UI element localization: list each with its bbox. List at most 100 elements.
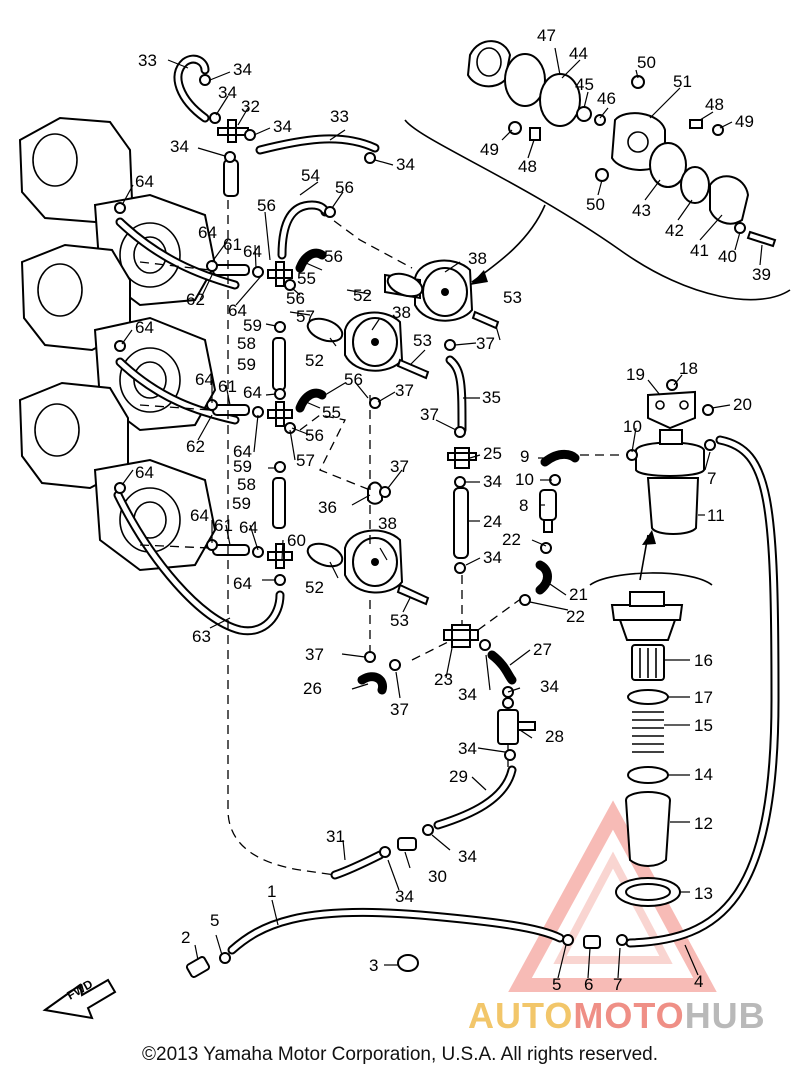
callout-64: 64	[228, 301, 247, 320]
callout-56: 56	[305, 426, 324, 445]
callout-20: 20	[733, 395, 752, 414]
callout-41: 41	[690, 241, 709, 260]
callout-34: 34	[458, 847, 477, 866]
fuel-filter-11	[635, 429, 705, 535]
callout-58: 58	[237, 334, 256, 353]
callout-42: 42	[665, 221, 684, 240]
callout-37: 37	[476, 334, 495, 353]
callout-18: 18	[679, 359, 698, 378]
joint-32	[217, 119, 249, 143]
callout-61: 61	[218, 377, 237, 396]
callout-12: 12	[694, 814, 713, 833]
clip-3	[397, 954, 419, 972]
callout-29: 29	[449, 767, 468, 786]
hose-54	[277, 200, 330, 260]
spring-15	[632, 711, 664, 753]
callout-60: 60	[287, 531, 306, 550]
callout-56: 56	[324, 247, 343, 266]
callout-34: 34	[540, 677, 559, 696]
copyright-notice: ©2013 Yamaha Motor Corporation, U.S.A. A…	[142, 1044, 658, 1065]
hose-62-top	[115, 217, 240, 290]
callout-53: 53	[503, 288, 522, 307]
callout-61: 61	[223, 235, 242, 254]
callout-56: 56	[335, 178, 354, 197]
watermark-part-3: HUB	[684, 995, 766, 1036]
hose-1	[227, 907, 565, 955]
callout-26: 26	[303, 679, 322, 698]
dashed-leader-lines	[139, 200, 625, 876]
callout-59: 59	[237, 355, 256, 374]
hose-35	[445, 355, 467, 435]
hose-26	[357, 672, 387, 695]
callout-34: 34	[395, 887, 414, 906]
screws-39-40-48-49-50	[508, 119, 777, 248]
callout-17: 17	[694, 688, 713, 707]
callout-7: 7	[613, 975, 622, 994]
hose-55	[295, 248, 327, 413]
joint-6	[583, 935, 601, 949]
callout-64: 64	[233, 574, 252, 593]
hose-27	[487, 650, 517, 685]
hose-9	[540, 449, 580, 467]
hose-4	[625, 435, 780, 948]
hose-33-left	[173, 54, 210, 123]
callout-49: 49	[480, 140, 499, 159]
clip-set	[114, 74, 716, 964]
callout-53: 53	[390, 611, 409, 630]
watermark-part-1: AUTO	[468, 995, 574, 1036]
callout-25: 25	[483, 444, 502, 463]
callout-11: 11	[707, 506, 725, 525]
callout-34: 34	[458, 739, 477, 758]
callout-leaders	[121, 47, 763, 979]
gasket-47	[466, 40, 512, 88]
callout-64: 64	[135, 463, 154, 482]
callout-64: 64	[239, 518, 258, 537]
callout-37: 37	[420, 405, 439, 424]
callout-54: 54	[301, 166, 320, 185]
callout-23: 23	[434, 670, 453, 689]
callout-24: 24	[483, 512, 502, 531]
callout-64: 64	[198, 223, 217, 242]
callout-37: 37	[395, 381, 414, 400]
callout-34: 34	[483, 472, 502, 491]
fuel-pump-38-bottom	[344, 529, 404, 594]
callout-9: 9	[520, 447, 529, 466]
element-16	[631, 644, 665, 681]
hose-63	[113, 490, 285, 636]
oring-17	[627, 689, 669, 705]
callout-5: 5	[210, 911, 219, 930]
callout-22: 22	[566, 607, 585, 626]
callout-32: 32	[241, 97, 260, 116]
hose-58-column	[223, 159, 286, 529]
fwd-arrow-icon: FWD	[42, 977, 117, 1020]
callout-37: 37	[390, 700, 409, 719]
filter-cap-16-top	[610, 591, 684, 641]
callout-27: 27	[533, 640, 552, 659]
callout-30: 30	[428, 867, 447, 886]
hose-21	[535, 560, 552, 595]
callout-34: 34	[483, 548, 502, 567]
callout-43: 43	[632, 201, 651, 220]
joint-25	[447, 447, 477, 469]
callout-37: 37	[390, 457, 409, 476]
watermark-text: AUTOMOTOHUB	[468, 995, 766, 1037]
callout-19: 19	[626, 365, 645, 384]
callout-7: 7	[707, 469, 716, 488]
callout-64: 64	[190, 506, 209, 525]
callout-14: 14	[694, 765, 713, 784]
callout-47: 47	[537, 26, 556, 45]
callout-51: 51	[673, 72, 692, 91]
callout-33: 33	[330, 107, 349, 126]
bolt-53-set	[396, 310, 500, 606]
callout-59: 59	[243, 316, 262, 335]
callout-62: 62	[186, 290, 205, 309]
callout-56: 56	[344, 370, 363, 389]
callout-52: 52	[305, 351, 324, 370]
callout-3: 3	[369, 956, 378, 975]
callout-16: 16	[694, 651, 713, 670]
callout-64: 64	[135, 318, 154, 337]
callout-57: 57	[296, 451, 315, 470]
joint-30	[397, 837, 417, 851]
callout-2: 2	[181, 928, 190, 947]
